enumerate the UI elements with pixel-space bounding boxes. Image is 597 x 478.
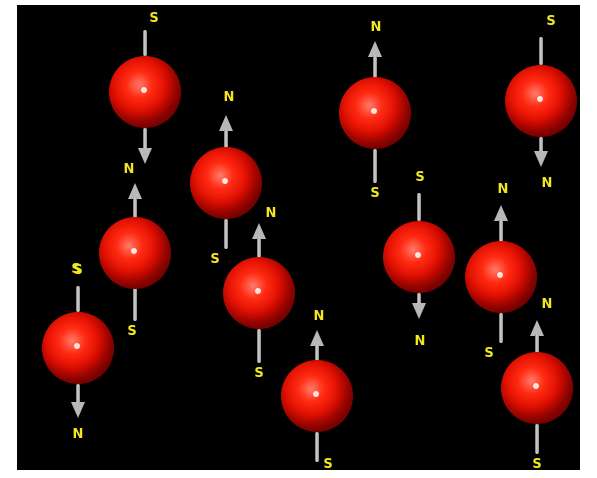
spin-rod <box>76 384 80 408</box>
pole-label-bottom: N <box>414 334 426 349</box>
spin-rod <box>143 30 147 56</box>
spin-rod <box>417 293 421 307</box>
spin-rod <box>373 149 377 183</box>
pole-label-bottom: S <box>254 366 264 381</box>
pole-label-bottom: S <box>210 252 220 267</box>
spin-rod <box>315 432 319 462</box>
atom-sphere <box>281 360 353 432</box>
spin-rod <box>257 329 261 363</box>
spin-rod <box>499 313 503 343</box>
arrow-up-icon <box>494 205 508 221</box>
pole-label-top: N <box>370 20 382 35</box>
pole-label-top: S <box>73 263 83 278</box>
pole-label-top: N <box>313 309 325 324</box>
spin-rod <box>224 129 228 149</box>
atom-sphere <box>505 65 577 137</box>
spin-rod <box>499 219 503 243</box>
atom-sphere <box>223 257 295 329</box>
pole-label-top: S <box>71 262 81 277</box>
spin-rod <box>76 286 80 312</box>
pole-label-top: N <box>497 182 509 197</box>
pole-label-top: N <box>265 206 277 221</box>
pole-label-bottom: S <box>127 324 137 339</box>
pole-label-top: S <box>546 14 556 29</box>
atom-sphere <box>383 221 455 293</box>
atom-sphere <box>465 241 537 313</box>
atom-sphere <box>190 147 262 219</box>
pole-label-top: S <box>149 11 159 26</box>
arrow-up-icon <box>252 223 266 239</box>
pole-label-top: N <box>123 162 135 177</box>
atom-sphere <box>42 312 114 384</box>
spin-rod <box>535 424 539 454</box>
arrow-up-icon <box>530 320 544 336</box>
spin-rod <box>257 237 261 259</box>
atom-sphere <box>109 56 181 128</box>
spin-rod <box>539 37 543 65</box>
spin-rod <box>315 344 319 362</box>
spin-rod <box>143 128 147 158</box>
arrow-up-icon <box>128 183 142 199</box>
spin-rod <box>535 334 539 354</box>
arrow-down-icon <box>71 402 85 418</box>
spin-rod <box>417 193 421 221</box>
arrow-up-icon <box>368 41 382 57</box>
spin-rod <box>133 287 137 321</box>
pole-label-bottom: S <box>484 346 494 361</box>
pole-label-top: N <box>541 297 553 312</box>
arrow-down-icon <box>412 303 426 319</box>
arrow-down-icon <box>138 148 152 164</box>
pole-label-bottom: S <box>532 457 542 471</box>
spin-scene: S N S N S N N S S S <box>17 5 580 470</box>
arrow-up-icon <box>310 330 324 346</box>
pole-label-bottom: S <box>370 186 380 201</box>
pole-label-top: S <box>415 170 425 185</box>
arrow-up-icon <box>219 115 233 131</box>
atom-sphere <box>99 217 171 289</box>
arrow-down-icon <box>534 151 548 167</box>
spin-rod <box>539 137 543 155</box>
pole-label-top: N <box>223 90 235 105</box>
spin-rod <box>133 197 137 219</box>
atom-sphere <box>339 77 411 149</box>
atom-sphere <box>501 352 573 424</box>
spin-rod <box>224 219 228 249</box>
spin-rod <box>373 55 377 79</box>
pole-label-bottom: N <box>541 176 553 191</box>
pole-label-bottom: S <box>323 457 333 471</box>
pole-label-bottom: N <box>72 427 84 442</box>
